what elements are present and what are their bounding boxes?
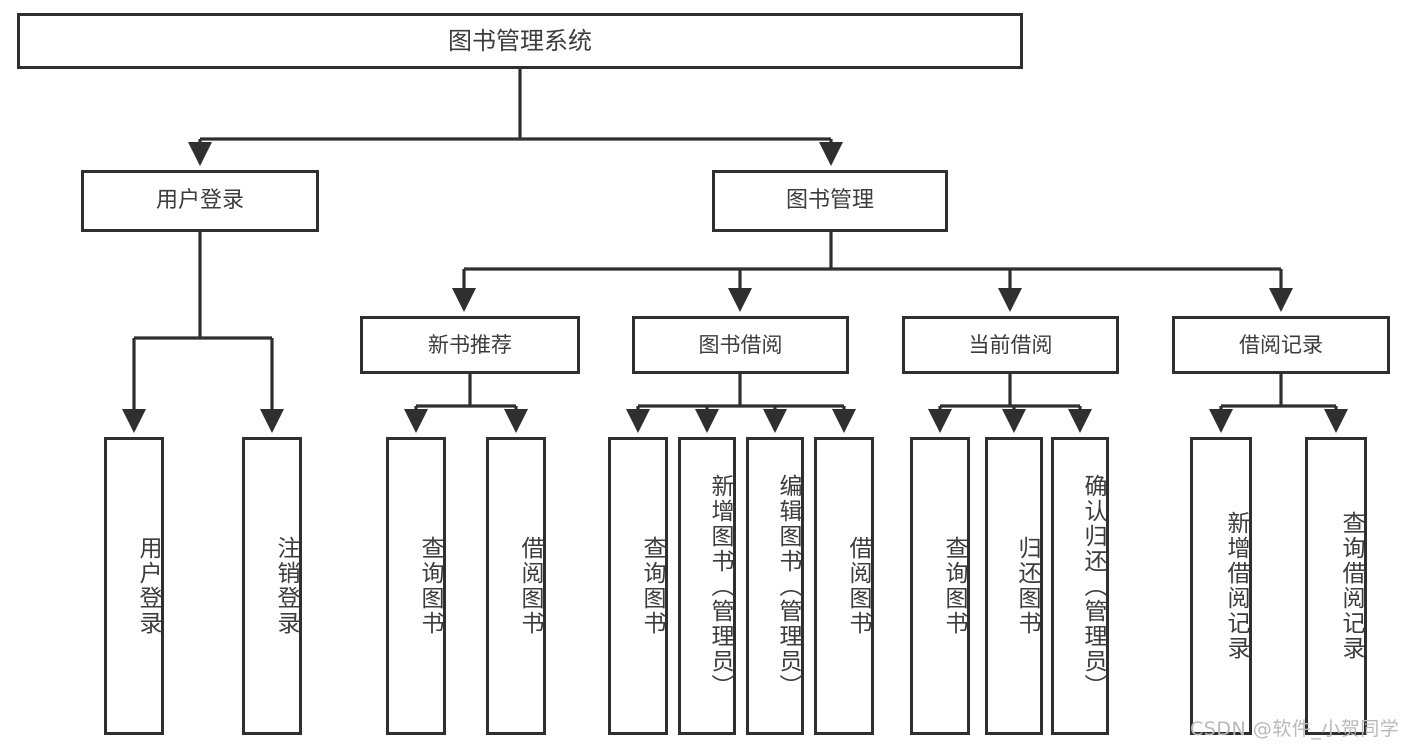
leaf-add-borrow-record[interactable]: 新增借阅记录 (1190, 437, 1252, 735)
leaf-query-book-nbr[interactable]: 查询图书 (386, 437, 446, 735)
leaf-add-book-admin[interactable]: 新增图书（管理员） (678, 437, 736, 735)
leaf-user-login[interactable]: 用户登录 (104, 437, 164, 735)
leaf-query-borrow-record[interactable]: 查询借阅记录 (1305, 437, 1367, 735)
node-new-book-recommend[interactable]: 新书推荐 (360, 316, 580, 374)
leaf-edit-book-admin[interactable]: 编辑图书（管理员） (746, 437, 804, 735)
leaf-logout[interactable]: 注销登录 (242, 437, 302, 735)
leaf-return-book[interactable]: 归还图书 (985, 437, 1043, 735)
leaf-query-book-cb[interactable]: 查询图书 (910, 437, 970, 735)
node-book-borrow[interactable]: 图书借阅 (632, 316, 849, 374)
node-book-management[interactable]: 图书管理 (712, 170, 948, 232)
node-root[interactable]: 图书管理系统 (17, 13, 1023, 69)
node-user-login[interactable]: 用户登录 (81, 170, 319, 232)
leaf-query-book-bb[interactable]: 查询图书 (608, 437, 668, 735)
node-borrow-record[interactable]: 借阅记录 (1172, 316, 1390, 374)
leaf-borrow-book-nbr[interactable]: 借阅图书 (486, 437, 546, 735)
leaf-borrow-book-bb[interactable]: 借阅图书 (814, 437, 874, 735)
leaf-confirm-return-admin[interactable]: 确认归还（管理员） (1051, 437, 1109, 735)
csdn-watermark: CSDN @软件_小贺同学 (1190, 718, 1400, 740)
node-current-borrow[interactable]: 当前借阅 (902, 316, 1119, 374)
